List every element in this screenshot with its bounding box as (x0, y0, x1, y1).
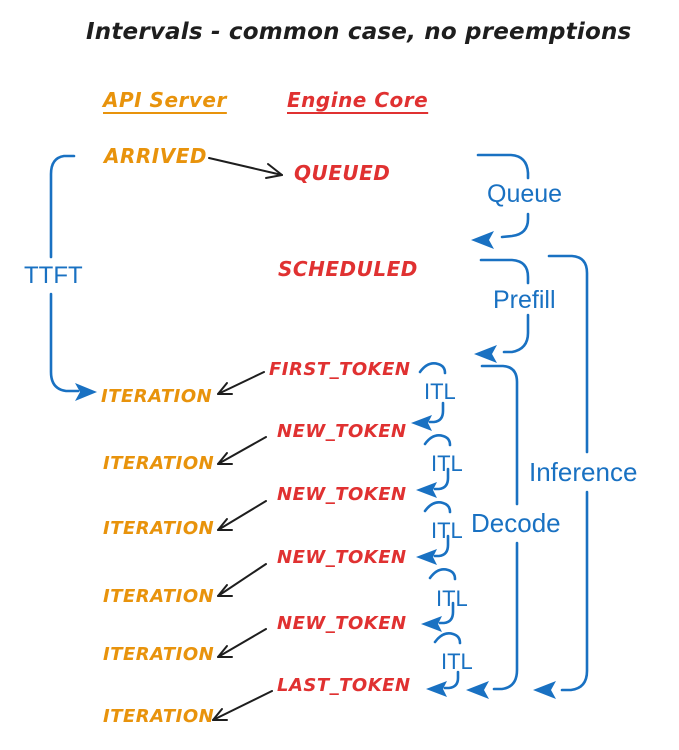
interval-label-itl-2: ITL (431, 451, 463, 476)
interval-label-itl-4: ITL (436, 586, 468, 611)
itl-loop-3 (416, 501, 452, 565)
ttft-arrowhead-icon (75, 383, 97, 401)
prefill-bracket (474, 258, 530, 363)
arrow-arrived-to-queued (208, 157, 283, 179)
interval-label-prefill: Prefill (493, 286, 556, 314)
interval-label-inference: Inference (529, 457, 638, 487)
itl-arrowhead-icon (426, 681, 447, 697)
interval-label-itl-1: ITL (424, 379, 456, 404)
itl-loop-2 (416, 434, 452, 498)
itl-arrowhead-icon (416, 482, 437, 498)
itl-arrowhead-icon (411, 415, 432, 431)
itl-arrowhead-icon (416, 549, 437, 565)
arrow-new-token-4-to-iteration-5 (217, 628, 267, 658)
itl-loop-1 (411, 362, 447, 431)
interval-label-ttft: TTFT (24, 262, 83, 289)
decode-bracket (466, 364, 519, 699)
event-scheduled: SCHEDULED (278, 257, 418, 281)
arrow-first-token-to-iteration-1 (217, 371, 265, 395)
diagram-title: Intervals - common case, no preemptions (86, 19, 632, 45)
arrow-new-token-1-to-iteration-2 (217, 436, 267, 465)
interval-label-decode: Decode (471, 508, 561, 538)
itl-arrowhead-icon (421, 616, 442, 632)
decode-arrowhead-icon (466, 681, 489, 699)
queue-bracket (471, 153, 530, 249)
interval-label-queue: Queue (487, 180, 563, 208)
queue-arrowhead-icon (471, 231, 494, 249)
ttft-bracket (49, 154, 97, 401)
event-new-token-3: NEW_TOKEN (277, 547, 407, 568)
event-iteration-2: ITERATION (103, 453, 215, 474)
event-new-token-4: NEW_TOKEN (277, 613, 407, 634)
arrow-last-token-to-iteration-6 (212, 690, 273, 721)
itl-loop-5 (426, 632, 462, 697)
inference-bracket (533, 254, 589, 699)
event-iteration-3: ITERATION (103, 518, 215, 539)
interval-label-itl-3: ITL (431, 518, 463, 543)
column-header-api-server: API Server (103, 88, 227, 112)
event-iteration-4: ITERATION (103, 586, 215, 607)
event-iteration-1: ITERATION (101, 386, 213, 407)
inference-arrowhead-icon (533, 681, 556, 699)
event-iteration-6: ITERATION (103, 706, 215, 727)
itl-loop-4 (421, 568, 457, 632)
arrow-new-token-3-to-iteration-4 (217, 563, 267, 597)
interval-label-itl-5: ITL (441, 649, 473, 674)
event-new-token-1: NEW_TOKEN (277, 421, 407, 442)
event-queued: QUEUED (294, 161, 391, 185)
event-new-token-2: NEW_TOKEN (277, 484, 407, 505)
event-iteration-5: ITERATION (103, 644, 215, 665)
event-arrived: ARRIVED (104, 144, 207, 168)
column-header-engine-core: Engine Core (287, 88, 429, 112)
event-last-token: LAST_TOKEN (277, 675, 411, 696)
prefill-arrowhead-icon (474, 345, 497, 363)
event-first-token: FIRST_TOKEN (269, 359, 411, 380)
arrow-new-token-2-to-iteration-3 (217, 500, 267, 531)
